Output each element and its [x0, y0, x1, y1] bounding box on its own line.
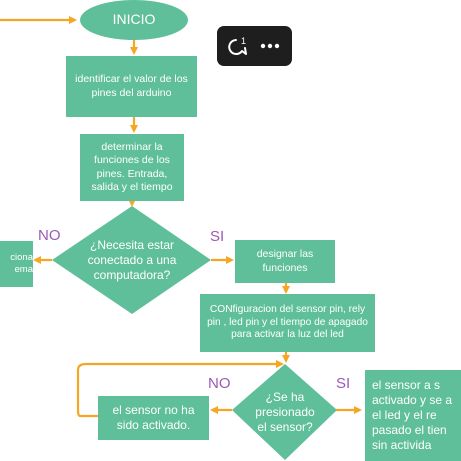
start-node-shape — [80, 0, 188, 40]
designar-label: designar las funciones — [256, 248, 314, 274]
identificar-label: identificar el valor de los pines del ar… — [75, 73, 188, 99]
configuracion-label: CONfiguracion del sensor pin, rely pin ,… — [207, 303, 368, 341]
decision-sensor-shape — [232, 364, 337, 460]
determinar-box — [80, 134, 184, 201]
floating-toolbar: 1 — [217, 26, 292, 66]
more-horizontal-icon — [260, 43, 279, 49]
activado-partial-label: el sensor a s activado y se a el led y e… — [372, 378, 453, 452]
no-label-2: NO — [208, 375, 231, 392]
si-label-2: SI — [336, 375, 351, 392]
left-partial-box — [0, 241, 33, 287]
left-partial-label: ciona ema — [10, 252, 33, 275]
decision-conectado-label: ¿Necesita estar conectado a una computad… — [87, 237, 177, 282]
decision-conectado-shape — [52, 206, 211, 314]
more-options-button[interactable] — [259, 35, 281, 57]
activado-partial-box — [365, 370, 461, 461]
decision-sensor-label: ¿Se ha presionado el sensor? — [255, 389, 315, 434]
comment-count: 1 — [241, 36, 246, 46]
no-activado-label: el sensor no ha sido activado. — [112, 403, 195, 432]
no-activado-box — [98, 396, 209, 440]
designar-box — [235, 240, 335, 283]
identificar-box — [66, 56, 197, 117]
comment-button[interactable]: 1 — [228, 34, 252, 58]
comment-bubble-icon: 1 — [228, 36, 248, 55]
no-label-1: NO — [38, 227, 61, 244]
start-node-label: INICIO — [112, 11, 156, 28]
determinar-label: determinar la funciones de los pines. En… — [91, 141, 173, 193]
si-label-1: SI — [210, 228, 225, 245]
configuracion-box — [200, 294, 375, 352]
loop-back-line — [76, 360, 284, 418]
